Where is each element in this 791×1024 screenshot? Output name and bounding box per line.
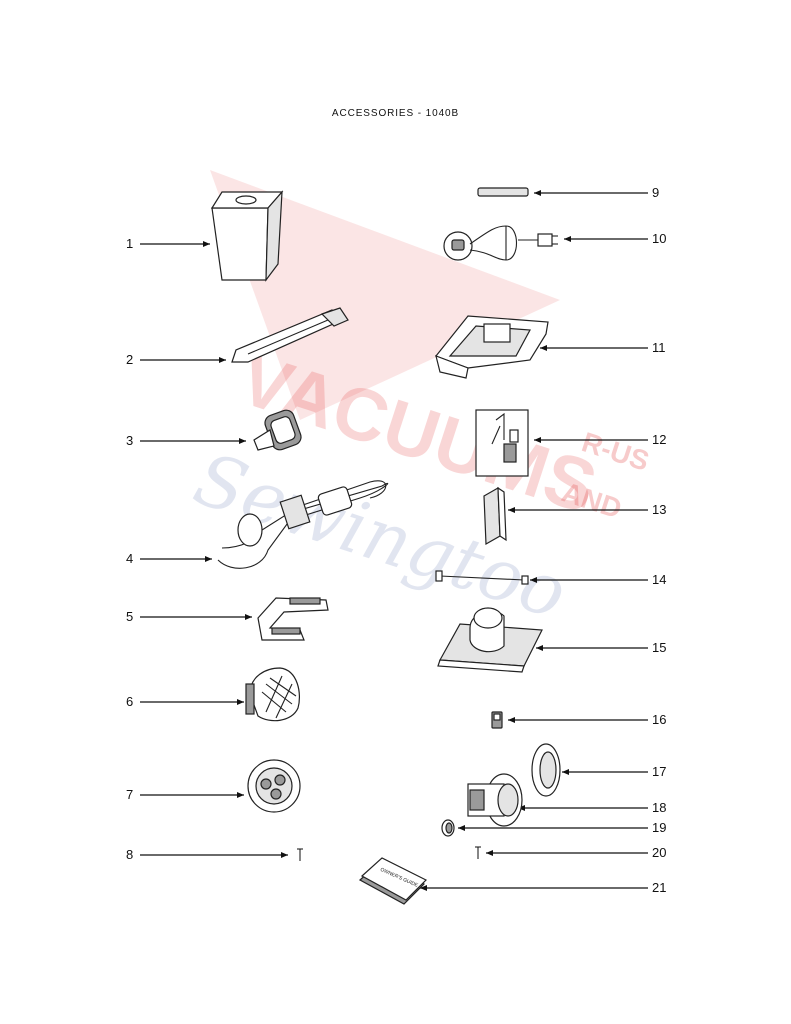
part-13-filter-pad [483, 486, 507, 546]
callout-13: 13 [508, 502, 666, 517]
part-15-base-housing [437, 607, 543, 673]
callout-18: 18 [518, 800, 666, 815]
callout-12: 12 [534, 432, 666, 447]
part-21-owners-manual: OWNER'S GUIDE [358, 857, 428, 905]
callout-number: 5 [126, 609, 133, 624]
part-9-strip [477, 187, 529, 197]
part-14-rod [435, 570, 529, 585]
callout-number: 13 [652, 502, 666, 517]
callout-9: 9 [534, 185, 659, 200]
callout-number: 9 [652, 185, 659, 200]
callout-number: 7 [126, 787, 133, 802]
callout-5: 5 [126, 609, 252, 624]
callout-3: 3 [126, 433, 246, 448]
page-title: ACCESSORIES - 1040B [331, 108, 460, 119]
callout-number: 8 [126, 847, 133, 862]
callout-11: 11 [540, 340, 666, 355]
callout-number: 15 [652, 640, 666, 655]
part-3-upholstery-nozzle [253, 409, 302, 451]
part-5-wand-connector [257, 597, 329, 641]
callout-number: 4 [126, 551, 133, 566]
part-19-cap [441, 819, 455, 837]
callout-number: 1 [126, 236, 133, 251]
part-17-ring-seal [531, 743, 561, 797]
part-18-motor [467, 773, 523, 827]
callout-number: 17 [652, 764, 666, 779]
callout-21: 21 [420, 880, 666, 895]
part-11-tray [435, 315, 549, 379]
callout-number: 6 [126, 694, 133, 709]
callout-4: 4 [126, 551, 212, 566]
callout-number: 10 [652, 231, 666, 246]
callout-20: 20 [486, 845, 666, 860]
callout-2: 2 [126, 352, 226, 367]
callout-number: 3 [126, 433, 133, 448]
callout-6: 6 [126, 694, 244, 709]
part-2-crevice-tool [231, 307, 349, 363]
callout-14: 14 [530, 572, 666, 587]
part-4-hose [217, 480, 389, 569]
callout-number: 19 [652, 820, 666, 835]
part-12-switch-bracket [475, 409, 529, 477]
callout-number: 2 [126, 352, 133, 367]
callout-17: 17 [562, 764, 666, 779]
part-10-power-cord [443, 225, 558, 261]
callout-number: 16 [652, 712, 666, 727]
part-1-bag-box [210, 190, 284, 282]
callout-8: 8 [126, 847, 288, 862]
part-16-small-switch [491, 711, 503, 729]
callout-number: 21 [652, 880, 666, 895]
callout-7: 7 [126, 787, 244, 802]
callout-number: 18 [652, 800, 666, 815]
callout-10: 10 [564, 231, 666, 246]
callout-number: 20 [652, 845, 666, 860]
callout-number: 12 [652, 432, 666, 447]
part-7-round-filter [247, 759, 301, 813]
part-6-motor-dome [245, 667, 301, 722]
callout-number: 14 [652, 572, 666, 587]
callout-number: 11 [652, 340, 666, 355]
watermark-triangle [210, 170, 560, 420]
callout-15: 15 [536, 640, 666, 655]
callout-16: 16 [508, 712, 666, 727]
part-20-screw [475, 846, 481, 859]
callout-1: 1 [126, 236, 210, 251]
part-8-screw [297, 848, 303, 861]
callout-19: 19 [458, 820, 666, 835]
